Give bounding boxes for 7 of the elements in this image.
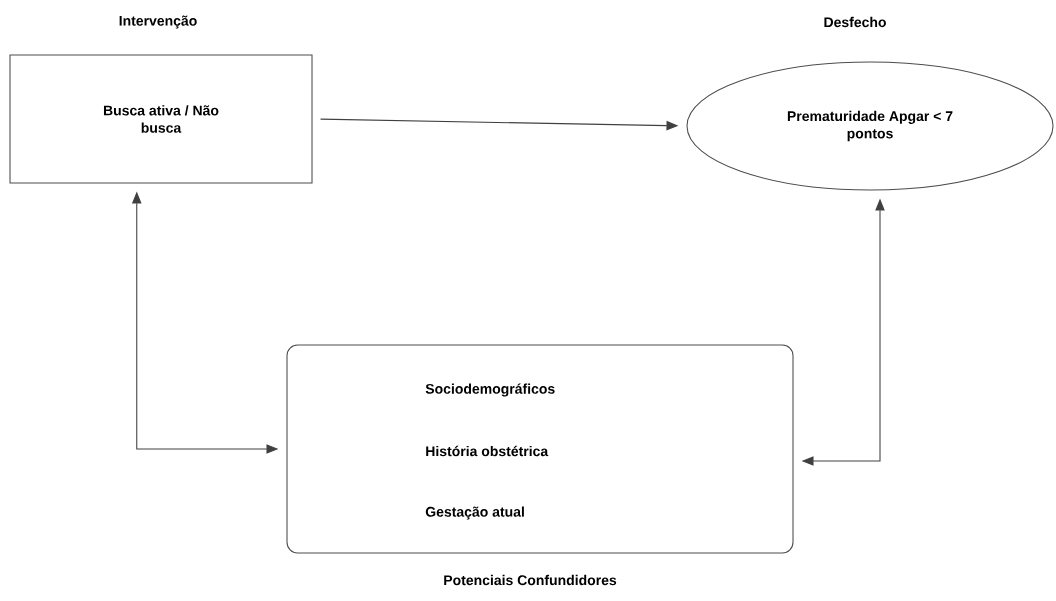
heading: Intervenção: [119, 15, 197, 29]
process-box: Busca ativa / Não busca: [9, 54, 313, 184]
list-item: Gestação atual: [425, 506, 524, 520]
list-item: Sociodemográficos: [425, 383, 555, 397]
list-item: História obstétrica: [426, 445, 549, 457]
heading: Potenciais Confundidores: [444, 574, 617, 586]
heading: Desfecho: [824, 16, 886, 28]
